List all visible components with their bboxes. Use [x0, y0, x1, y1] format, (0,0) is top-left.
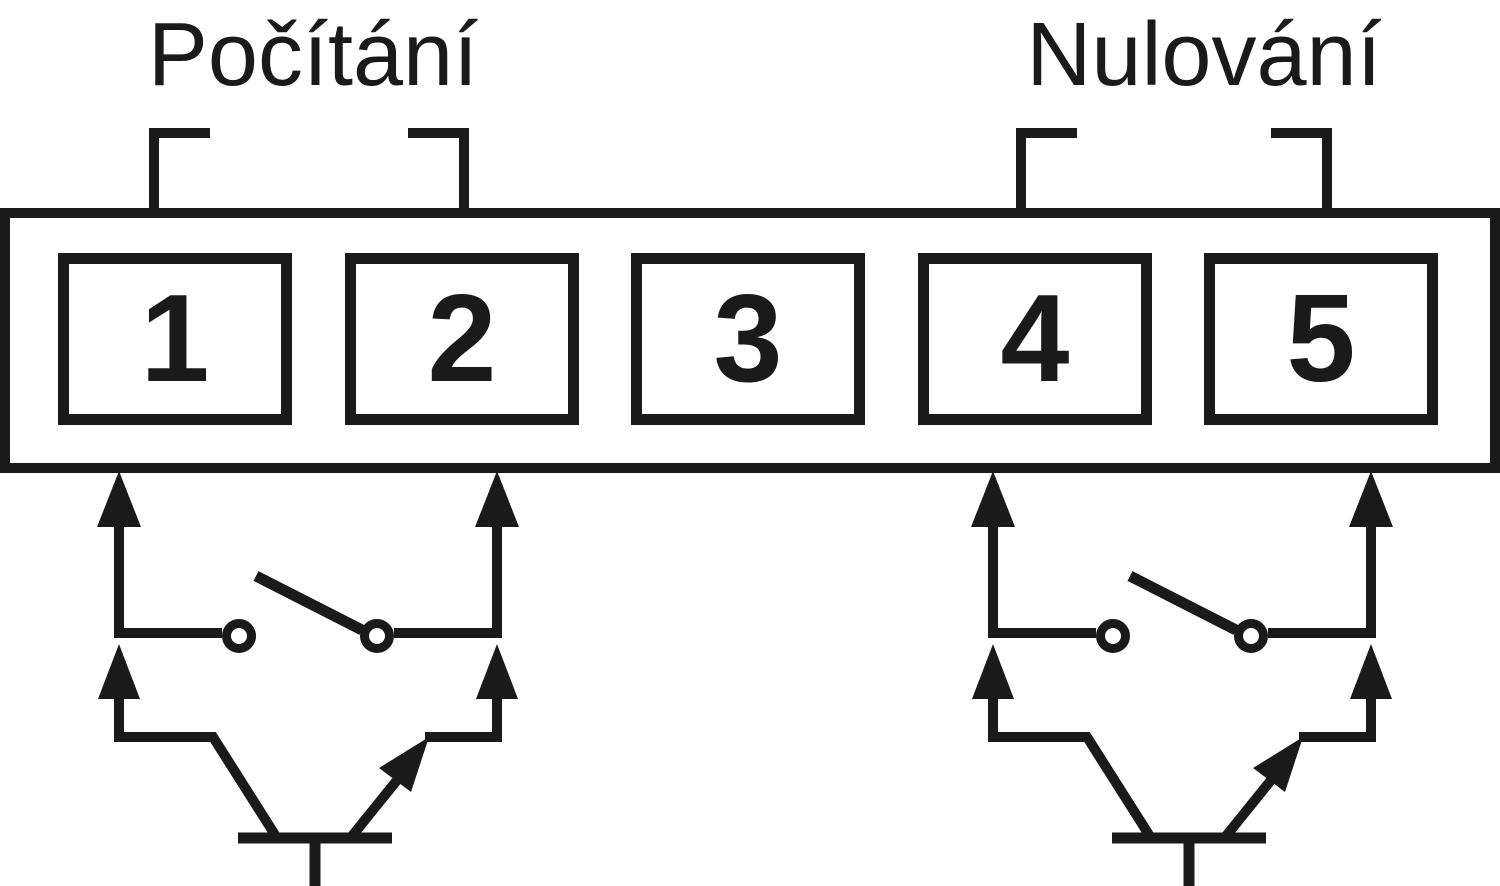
terminal-4: 4: [918, 253, 1152, 425]
terminal-2: 2: [345, 253, 579, 425]
terminal-2-number: 2: [427, 270, 497, 408]
terminal-5-number: 5: [1286, 270, 1356, 408]
counting-label: Počítání: [147, 5, 479, 105]
terminal-5: 5: [1204, 253, 1438, 425]
counting-input-circuit: [97, 471, 519, 886]
reset-span-bracket-right: [1271, 128, 1332, 213]
terminal-1: 1: [58, 253, 292, 425]
reset-label: Nulování: [1026, 5, 1382, 105]
terminal-3-number: 3: [713, 270, 783, 408]
reset-input-circuit: [971, 471, 1393, 886]
terminal-3: 3: [631, 253, 865, 425]
reset-span-bracket-left: [1016, 128, 1077, 213]
counting-span-bracket-right: [408, 128, 469, 213]
terminal-4-number: 4: [1000, 270, 1070, 408]
counting-span-bracket-left: [149, 128, 210, 213]
terminal-1-number: 1: [140, 270, 210, 408]
